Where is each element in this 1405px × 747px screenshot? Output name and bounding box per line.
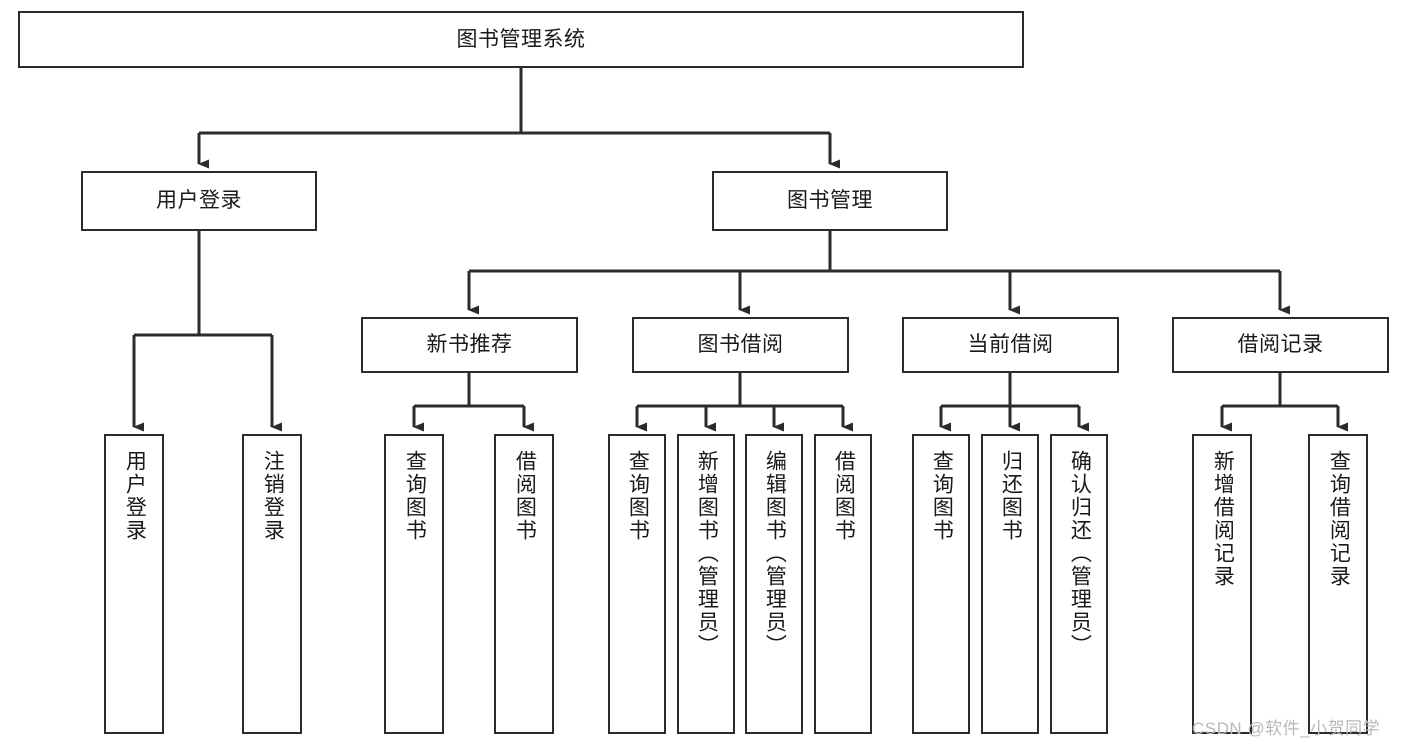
node-leaf-confirm-return-label: 确认归还（管理员） xyxy=(1068,450,1092,657)
node-leaf-query-book-1-label: 查询图书 xyxy=(403,450,427,542)
node-leaf-user-login[interactable]: 用户登录 xyxy=(104,434,164,734)
node-root-label: 图书管理系统 xyxy=(456,27,586,51)
node-leaf-add-book[interactable]: 新增图书（管理员） xyxy=(677,434,735,734)
node-book-manage[interactable]: 图书管理 xyxy=(712,171,948,231)
node-leaf-query-record-label: 查询借阅记录 xyxy=(1327,450,1351,588)
node-current-borrow[interactable]: 当前借阅 xyxy=(902,317,1119,373)
node-leaf-query-book-3-label: 查询图书 xyxy=(930,450,954,542)
node-leaf-query-book-3[interactable]: 查询图书 xyxy=(912,434,970,734)
node-root[interactable]: 图书管理系统 xyxy=(18,11,1024,68)
node-leaf-confirm-return[interactable]: 确认归还（管理员） xyxy=(1050,434,1108,734)
node-leaf-add-book-label: 新增图书（管理员） xyxy=(695,450,719,657)
csdn-watermark: CSDN @软件_小贺同学 xyxy=(1192,719,1381,738)
node-leaf-query-book-2[interactable]: 查询图书 xyxy=(608,434,666,734)
node-leaf-return-book[interactable]: 归还图书 xyxy=(981,434,1039,734)
node-new-book-recommend-label: 新书推荐 xyxy=(426,333,513,357)
node-leaf-edit-book-label: 编辑图书（管理员） xyxy=(763,450,787,657)
node-user-login[interactable]: 用户登录 xyxy=(81,171,317,231)
node-borrow-record[interactable]: 借阅记录 xyxy=(1172,317,1389,373)
node-book-manage-label: 图书管理 xyxy=(787,189,873,213)
node-leaf-add-record-label: 新增借阅记录 xyxy=(1211,450,1235,588)
node-user-login-label: 用户登录 xyxy=(156,189,242,213)
node-leaf-borrow-book-1[interactable]: 借阅图书 xyxy=(494,434,554,734)
node-leaf-borrow-book-2[interactable]: 借阅图书 xyxy=(814,434,872,734)
node-leaf-logout-login[interactable]: 注销登录 xyxy=(242,434,302,734)
node-current-borrow-label: 当前借阅 xyxy=(967,333,1054,357)
node-leaf-borrow-book-1-label: 借阅图书 xyxy=(513,450,537,542)
node-leaf-edit-book[interactable]: 编辑图书（管理员） xyxy=(745,434,803,734)
node-leaf-user-login-label: 用户登录 xyxy=(123,450,147,542)
node-book-borrow-label: 图书借阅 xyxy=(697,333,784,357)
node-leaf-add-record[interactable]: 新增借阅记录 xyxy=(1192,434,1252,734)
node-leaf-logout-login-label: 注销登录 xyxy=(261,450,285,542)
node-borrow-record-label: 借阅记录 xyxy=(1237,333,1324,357)
node-book-borrow[interactable]: 图书借阅 xyxy=(632,317,849,373)
node-leaf-return-book-label: 归还图书 xyxy=(999,450,1023,542)
node-leaf-query-record[interactable]: 查询借阅记录 xyxy=(1308,434,1368,734)
node-leaf-borrow-book-2-label: 借阅图书 xyxy=(832,450,856,542)
node-new-book-recommend[interactable]: 新书推荐 xyxy=(361,317,578,373)
node-leaf-query-book-2-label: 查询图书 xyxy=(626,450,650,542)
node-leaf-query-book-1[interactable]: 查询图书 xyxy=(384,434,444,734)
